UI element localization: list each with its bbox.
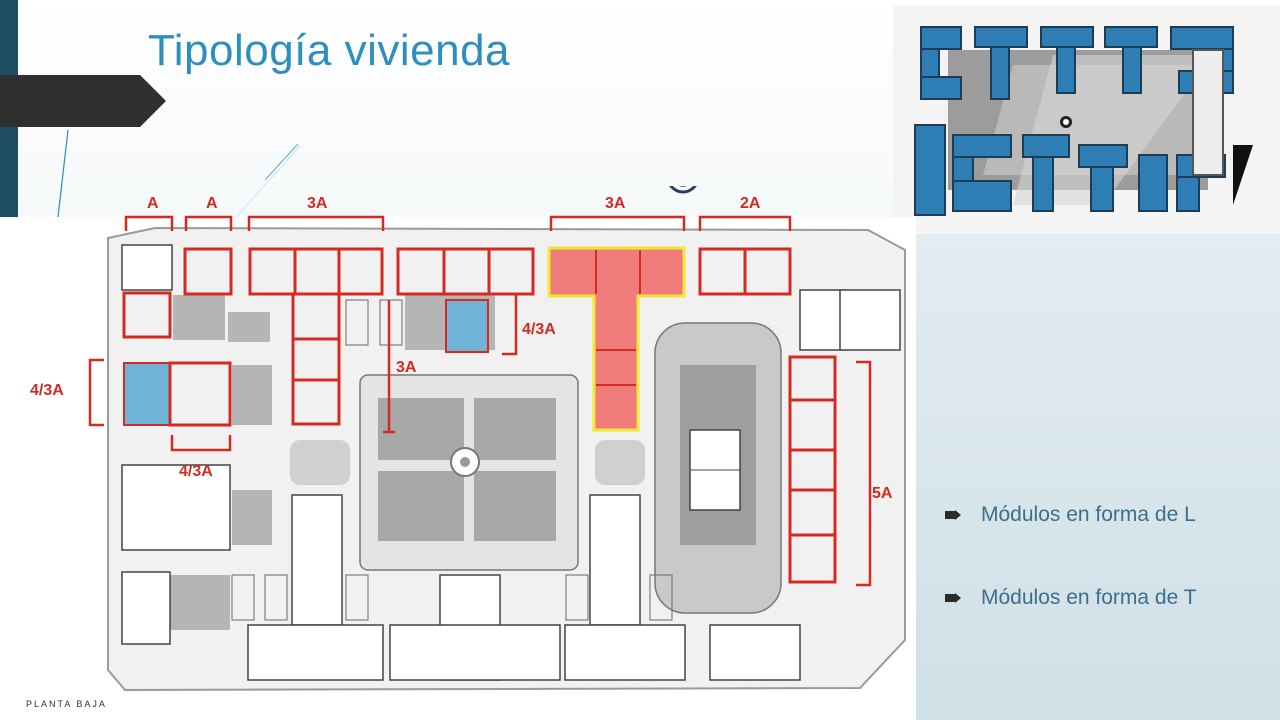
plan-caption: PLANTA BAJA [26,699,107,709]
label-4-3a-left: 4/3A [30,382,64,399]
dark-arrow-banner [0,75,166,127]
label-3a-left: 3A [307,195,328,212]
label-3a-center: 3A [396,359,417,376]
label-a-2: A [206,195,218,212]
bullet-text: Módulos en forma de T [981,586,1197,609]
label-4-3a-middle: 4/3A [522,321,556,338]
label-2a: 2A [740,195,761,212]
bullet-list: Módulos en forma de L Módulos en forma d… [945,500,1197,666]
arrow-bullet-icon [945,510,961,520]
label-4-3a-bottom: 4/3A [179,463,213,480]
bullet-text: Módulos en forma de L [981,503,1196,526]
floor-plan: A A 3A 3A 2A 4/3A 3A 4/3A 4/3A 5A [0,186,916,720]
bullet-item: Módulos en forma de L [945,500,1197,530]
right-panel-background [916,234,1280,720]
page-title: Tipología vivienda [148,26,511,75]
label-a-1: A [147,195,159,212]
label-3a-right: 3A [605,195,626,212]
building-model-logo [893,5,1280,233]
arrow-bullet-icon [945,593,961,603]
compass-icon [669,186,697,194]
label-5a: 5A [872,485,893,502]
bullet-item: Módulos en forma de T [945,583,1197,613]
